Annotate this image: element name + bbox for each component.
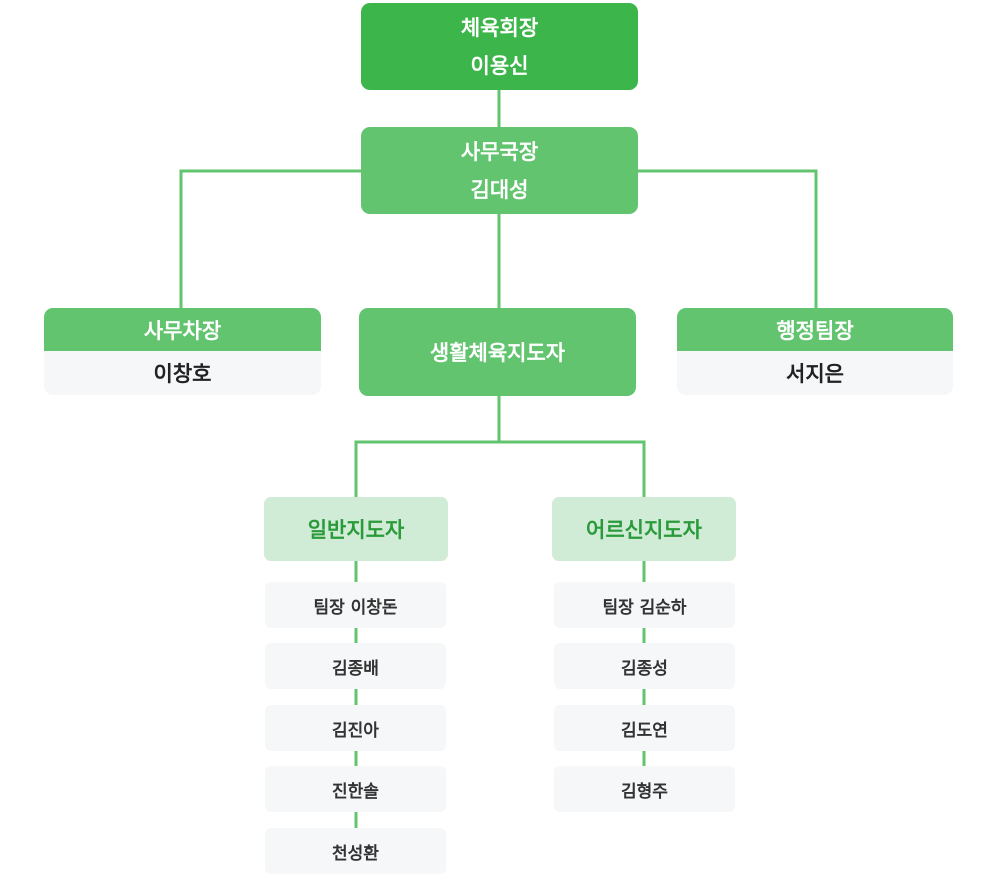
- chairman-title: 체육회장: [460, 15, 539, 40]
- senior-instructors-node: 어르신지도자: [552, 497, 736, 561]
- general-instructors-node: 일반지도자: [264, 497, 448, 561]
- chairman-name: 이용신: [470, 53, 529, 78]
- general-member: 천성환: [265, 828, 446, 874]
- secretary-general-title: 사무국장: [460, 139, 539, 164]
- admin-team-name: 서지은: [677, 351, 953, 395]
- deputy-secretary-name: 이창호: [44, 351, 321, 395]
- senior-member: 김도연: [554, 705, 735, 751]
- secretary-general-node: 사무국장 김대성: [361, 127, 638, 214]
- secretary-general-name: 김대성: [470, 177, 529, 202]
- general-member: 김진아: [265, 705, 446, 751]
- general-member: 팀장 이창돈: [265, 582, 446, 628]
- life-sports-title: 생활체육지도자: [429, 341, 566, 365]
- chairman-node: 체육회장 이용신: [361, 3, 638, 90]
- senior-member: 팀장 김순하: [554, 582, 735, 628]
- general-member: 김종배: [265, 643, 446, 689]
- life-sports-node: 생활체육지도자: [359, 308, 636, 396]
- deputy-secretary-title: 사무차장: [44, 308, 321, 351]
- general-member: 진한솔: [265, 766, 446, 812]
- senior-instructors-title: 어르신지도자: [586, 518, 702, 542]
- senior-member: 김종성: [554, 643, 735, 689]
- general-instructors-title: 일반지도자: [307, 518, 405, 542]
- senior-member: 김형주: [554, 766, 735, 812]
- admin-team-title: 행정팀장: [677, 308, 953, 351]
